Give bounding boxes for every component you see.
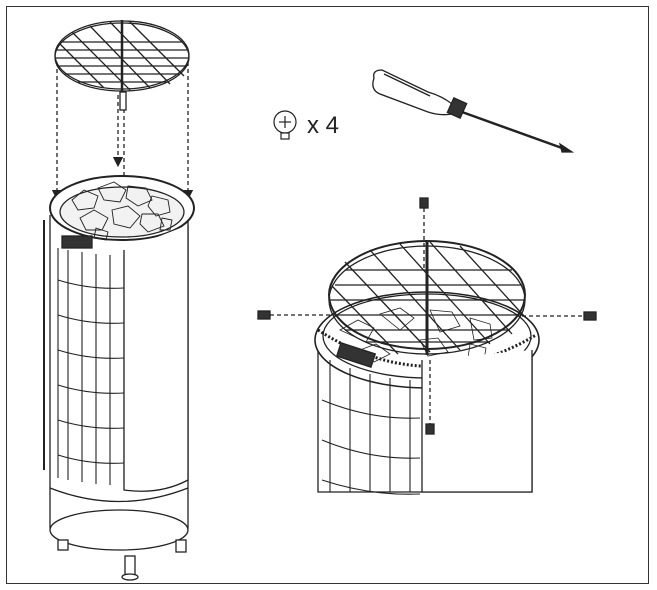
heater-feet: [57, 539, 187, 581]
grille-pin: [119, 91, 127, 111]
screwdriver-icon: [372, 69, 575, 153]
heater-body: [43, 175, 195, 581]
sauna-stones: [71, 181, 173, 241]
stone-cage: [57, 248, 125, 485]
screw-positions: [270, 208, 586, 425]
screw-quantity-label: x 4: [307, 112, 340, 139]
brand-plate: [61, 235, 93, 249]
top-grille: [54, 20, 190, 92]
closeup-grille: [328, 240, 526, 355]
heater-exploded-view: [43, 20, 195, 581]
screw-icon: [273, 110, 297, 140]
heater-closeup-view: [257, 197, 597, 495]
